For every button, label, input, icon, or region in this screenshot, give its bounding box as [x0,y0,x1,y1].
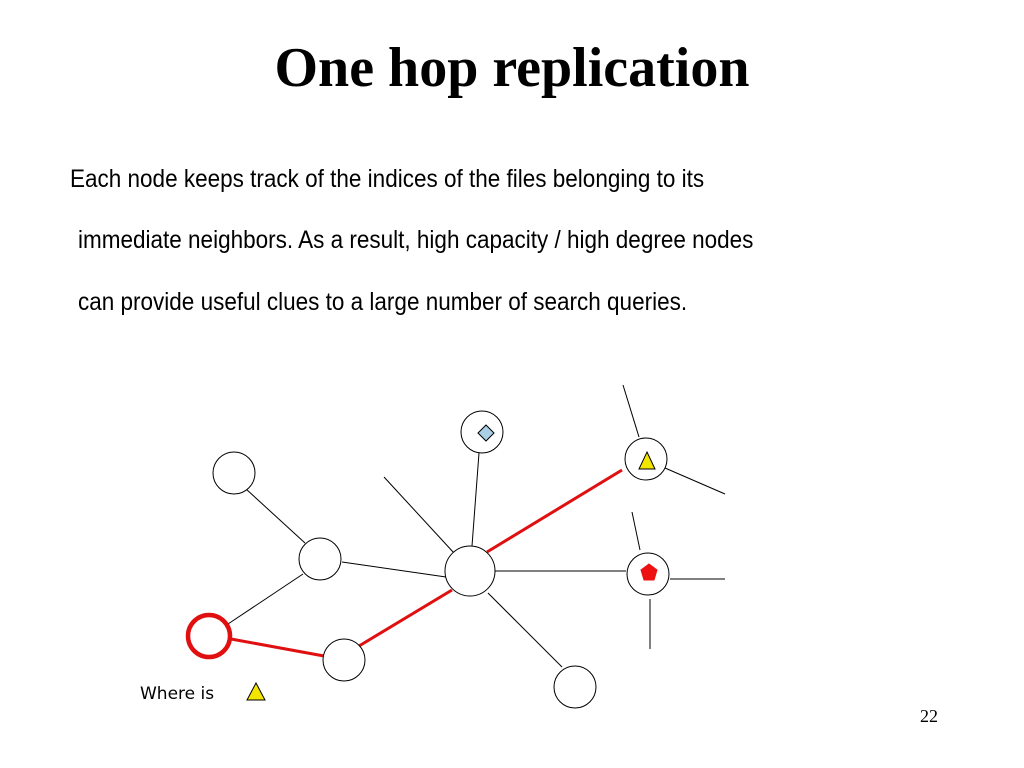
node-mid-left [298,537,342,581]
edge-hub-dangling-upper-left [383,476,455,554]
body-text-line-2: immediate neighbors. As a result, high c… [78,226,754,254]
page-number: 22 [920,706,938,726]
edge-triangle-node-dangling-up [622,384,640,438]
slide-title: One hop replication [274,37,750,99]
edge-hub-to-diamond-node [471,452,480,547]
edge-pentagon-node-dangling-up [631,511,641,551]
query-label: Where is [140,684,214,704]
node-query-origin [185,612,233,660]
path-hub-to-triangle-node [486,468,623,554]
body-text-line-3: can provide useful clues to a large numb… [78,288,688,316]
node-left-top [212,451,256,495]
path-bottom-node-to-hub [358,588,453,648]
node-hub [444,545,496,597]
triangle-icon [638,450,656,470]
edge-left-top-to-mid-left [245,488,306,544]
node-bottom [322,638,366,682]
query-triangle-icon [246,681,266,701]
edge-triangle-node-dangling-right [664,467,726,495]
pentagon-icon [640,563,658,581]
path-origin-to-bottom-node [230,637,325,658]
body-text-line-1: Each node keeps track of the indices of … [70,165,705,193]
node-bottom-right [553,665,597,709]
edge-hub-to-bottom-right [487,592,563,668]
edge-mid-left-to-origin [227,573,304,625]
edge-mid-left-to-hub [341,561,447,578]
diamond-icon [477,424,495,442]
